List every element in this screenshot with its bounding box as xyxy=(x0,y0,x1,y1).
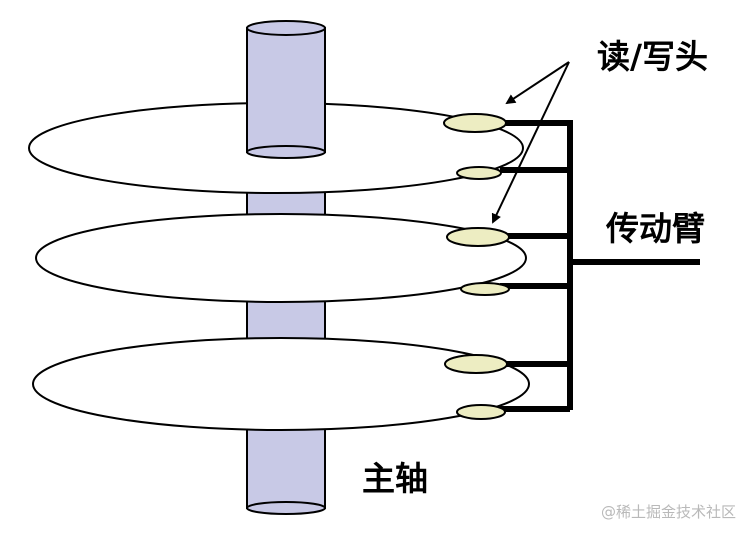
arrow-to-head-3 xyxy=(491,61,570,224)
spindle-top-base xyxy=(246,145,326,159)
head-2 xyxy=(456,166,502,180)
head-1 xyxy=(443,113,507,133)
spindle-bottom-cap xyxy=(246,501,326,515)
head-5 xyxy=(444,354,508,374)
spindle-bottom-segment xyxy=(246,417,326,509)
platter-bottom xyxy=(32,337,530,431)
actuator-arm xyxy=(500,120,700,412)
arrow-to-head-1 xyxy=(505,61,570,105)
actuator-arm-label: 传动臂 xyxy=(606,209,705,248)
head-pointer-arrows xyxy=(491,61,570,224)
read-write-head-label: 读/写头 xyxy=(597,37,709,76)
spindle-front xyxy=(246,20,326,159)
read-write-heads xyxy=(443,113,510,420)
spindle-top-segment xyxy=(246,27,326,153)
head-6 xyxy=(456,404,506,420)
watermark: @稀土掘金技术社区 xyxy=(600,503,736,521)
head-3 xyxy=(446,227,510,247)
head-4 xyxy=(460,282,510,296)
platter-middle xyxy=(35,213,527,303)
spindle-label: 主轴 xyxy=(362,459,428,498)
spindle-top-end xyxy=(246,20,326,36)
